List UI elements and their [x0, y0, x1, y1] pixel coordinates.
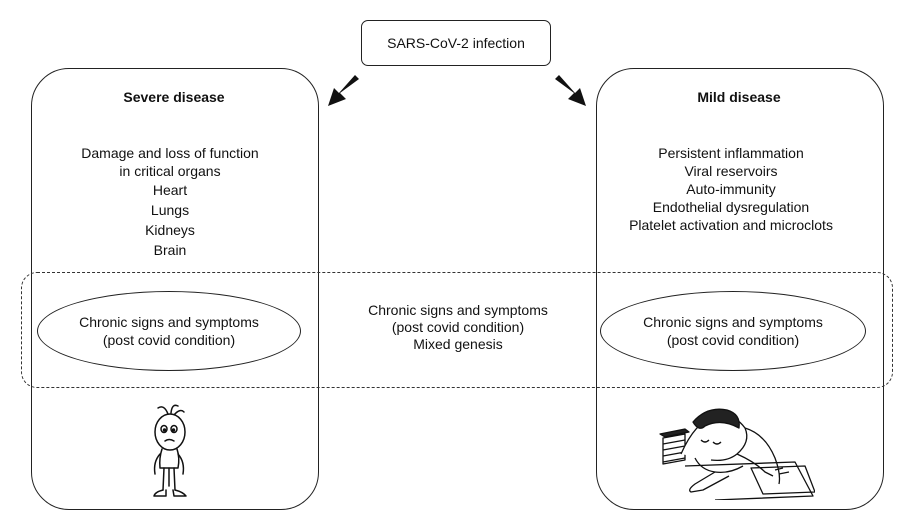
infection-label: SARS-CoV-2 infection [387, 35, 525, 51]
mild-mechanism: Persistent inflammation [658, 145, 804, 161]
ellipse-line: Chronic signs and symptoms [643, 314, 823, 330]
ellipse-line: (post covid condition) [666, 332, 800, 348]
sick-cartoon-figure-icon [153, 404, 187, 497]
mild-disease-title: Mild disease [697, 89, 781, 105]
arrow-to-mild-icon [555, 75, 586, 106]
severe-organ-lungs: Lungs [150, 202, 190, 218]
mixed-genesis-text: Chronic signs and symptoms (post covid c… [318, 302, 598, 353]
center-line: Mixed genesis [413, 336, 503, 352]
mild-mechanism: Auto-immunity [686, 181, 776, 197]
center-line: Chronic signs and symptoms [368, 302, 548, 318]
mild-chronic-ellipse: Chronic signs and symptoms (post covid c… [600, 291, 866, 371]
ellipse-line: Chronic signs and symptoms [79, 314, 259, 330]
severe-chronic-ellipse: Chronic signs and symptoms (post covid c… [37, 291, 301, 371]
severe-disease-title: Severe disease [123, 89, 225, 105]
mild-disease-list: Persistent inflammation Viral reservoirs… [588, 144, 874, 234]
arrow-to-severe-icon [328, 75, 359, 106]
center-line: (post covid condition) [391, 319, 525, 335]
mild-disease-panel [596, 68, 884, 510]
chronic-overlap-region [21, 272, 893, 388]
mild-mechanism: Endothelial dysregulation [652, 199, 810, 215]
severe-disease-list: Damage and loss of function in critical … [27, 144, 313, 260]
ellipse-line: (post covid condition) [102, 332, 236, 348]
severe-organ-heart: Heart [152, 182, 188, 198]
infection-box: SARS-CoV-2 infection [361, 20, 551, 66]
severe-disease-panel [31, 68, 319, 510]
mild-mechanism: Viral reservoirs [684, 163, 778, 179]
severe-line: Damage and loss of function [81, 145, 259, 161]
severe-organ-kidneys: Kidneys [145, 222, 195, 238]
exhausted-person-on-desk-icon [659, 408, 815, 500]
severe-line: in critical organs [119, 163, 221, 179]
mild-mechanism: Platelet activation and microclots [629, 217, 833, 233]
severe-organ-brain: Brain [153, 242, 187, 258]
